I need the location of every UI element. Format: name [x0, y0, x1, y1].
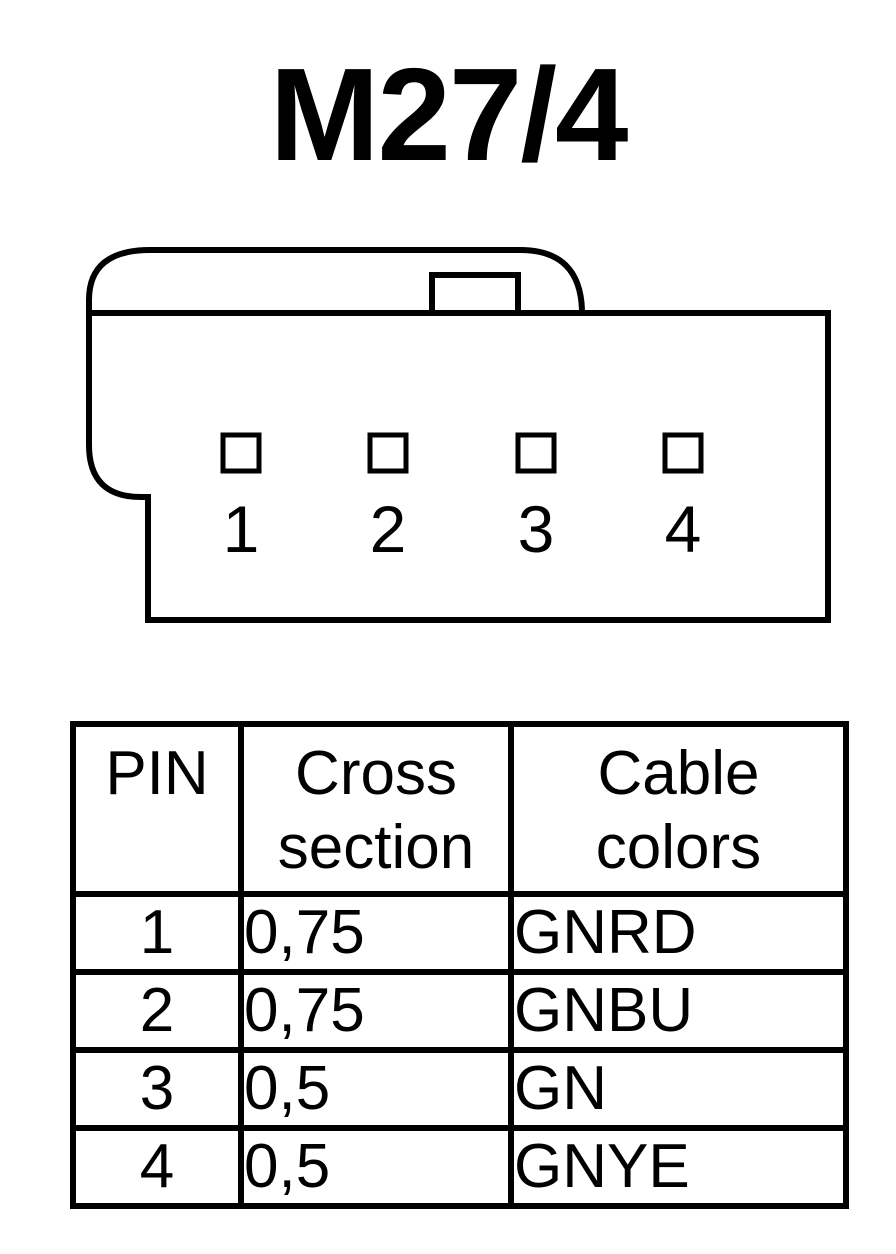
table-header-row: PIN Cross section Cable colors [70, 721, 849, 897]
cross-section-value: 0,5 [238, 1047, 514, 1131]
pin-3-label: 3 [517, 492, 555, 566]
pin-4-label: 4 [664, 492, 702, 566]
connector-latch [429, 272, 521, 313]
pin-2-contact [367, 432, 409, 474]
cross-section-value: 0,5 [238, 1125, 514, 1209]
connector-hood [86, 247, 585, 313]
table-row: 1 0,75 GNRD [70, 891, 849, 975]
header-cross-section: Cross section [238, 721, 514, 897]
table-row: 4 0,5 GNYE [70, 1125, 849, 1209]
pin-1-contact [220, 432, 262, 474]
connector-housing [86, 310, 831, 623]
pin-2-label: 2 [369, 492, 407, 566]
connector-diagram [86, 247, 831, 623]
table-row: 3 0,5 GN [70, 1047, 849, 1131]
connector-title: M27/4 [269, 41, 629, 188]
cable-color-value: GNRD [508, 891, 849, 975]
cable-color-value: GNYE [508, 1125, 849, 1209]
cross-section-value: 0,75 [238, 969, 514, 1053]
pin-1-label: 1 [222, 492, 260, 566]
pin-number: 4 [70, 1125, 244, 1209]
table-row: 2 0,75 GNBU [70, 969, 849, 1053]
cable-color-value: GNBU [508, 969, 849, 1053]
pin-number: 2 [70, 969, 244, 1053]
pin-4-contact [662, 432, 704, 474]
cable-color-value: GN [508, 1047, 849, 1131]
pin-3-contact [515, 432, 557, 474]
header-cable-colors: Cable colors [508, 721, 849, 897]
cross-section-value: 0,75 [238, 891, 514, 975]
pinout-table: PIN Cross section Cable colors 1 0,75 GN… [70, 721, 849, 1209]
header-pin: PIN [70, 721, 244, 897]
pin-number: 1 [70, 891, 244, 975]
pin-number: 3 [70, 1047, 244, 1131]
